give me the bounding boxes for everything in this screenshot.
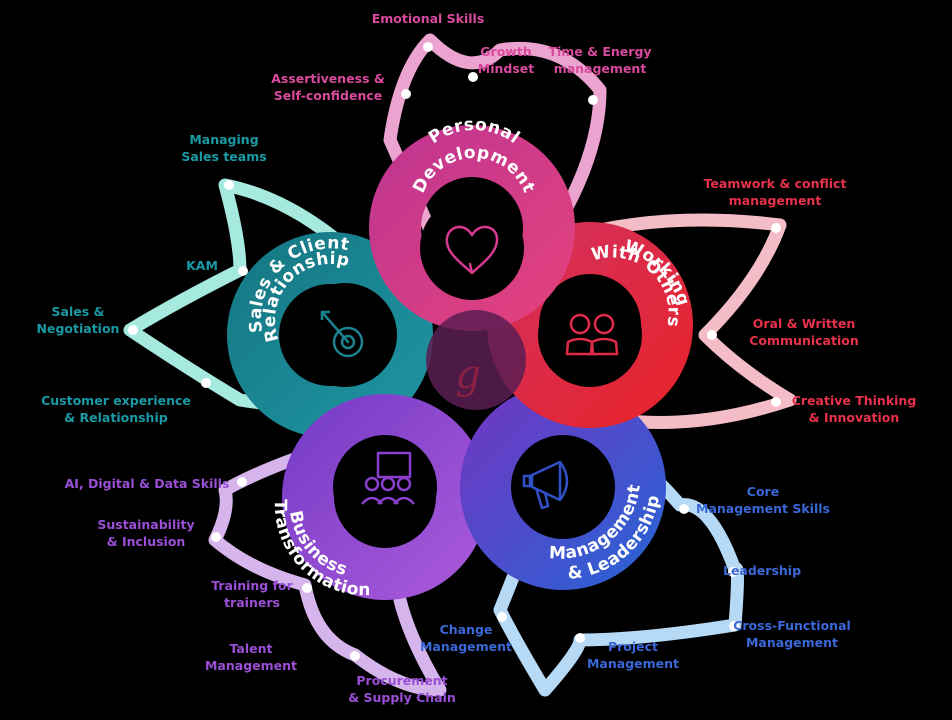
dot [575,633,585,643]
pink-petal [383,33,607,237]
label-creative-thinking: Creative Thinking& Innovation [791,393,917,425]
petal-outlines [123,33,797,697]
label-procurement: Procurement& Supply Chain [348,673,456,705]
team-icon [565,313,619,356]
label-sales-negotiation: Sales &Negotiation [36,304,120,336]
center-fill [426,310,526,410]
dot [728,567,738,577]
dot [729,621,739,631]
dot [423,42,433,52]
label-leadership: Leadership [722,563,802,578]
dot [211,532,221,542]
dot [128,325,138,335]
dot [201,378,211,388]
hub-centers [293,196,642,539]
label-kam: KAM [186,258,218,273]
dot [771,397,781,407]
dot [350,651,360,661]
dot [302,583,312,593]
teal-petal [123,178,377,412]
heart-icon [445,225,499,275]
petal-dots [128,42,781,661]
dot [237,477,247,487]
label-sustainability: Sustainability& Inclusion [97,517,195,549]
dot [401,89,411,99]
megaphone-icon [522,460,569,510]
working-ring [487,222,693,428]
label-customer-experience: Customer experience& Relationship [41,393,191,425]
center-logo: g [455,352,481,398]
dot [238,266,248,276]
label-emotional-skills: Emotional Skills [371,11,485,26]
personal-ring [369,125,575,331]
dot [224,180,234,190]
dot [679,504,689,514]
hub-rings [227,125,693,600]
presentation-icon [361,451,415,505]
dot [707,330,717,340]
label-assertiveness: Assertiveness &Self-confidence [271,71,385,103]
red-petal [553,213,797,429]
target-icon [320,310,364,358]
dot [468,72,478,82]
label-ai-digital: AI, Digital & Data Skills [64,476,230,491]
dot [497,612,507,622]
dot [588,95,598,105]
dot [771,223,781,233]
